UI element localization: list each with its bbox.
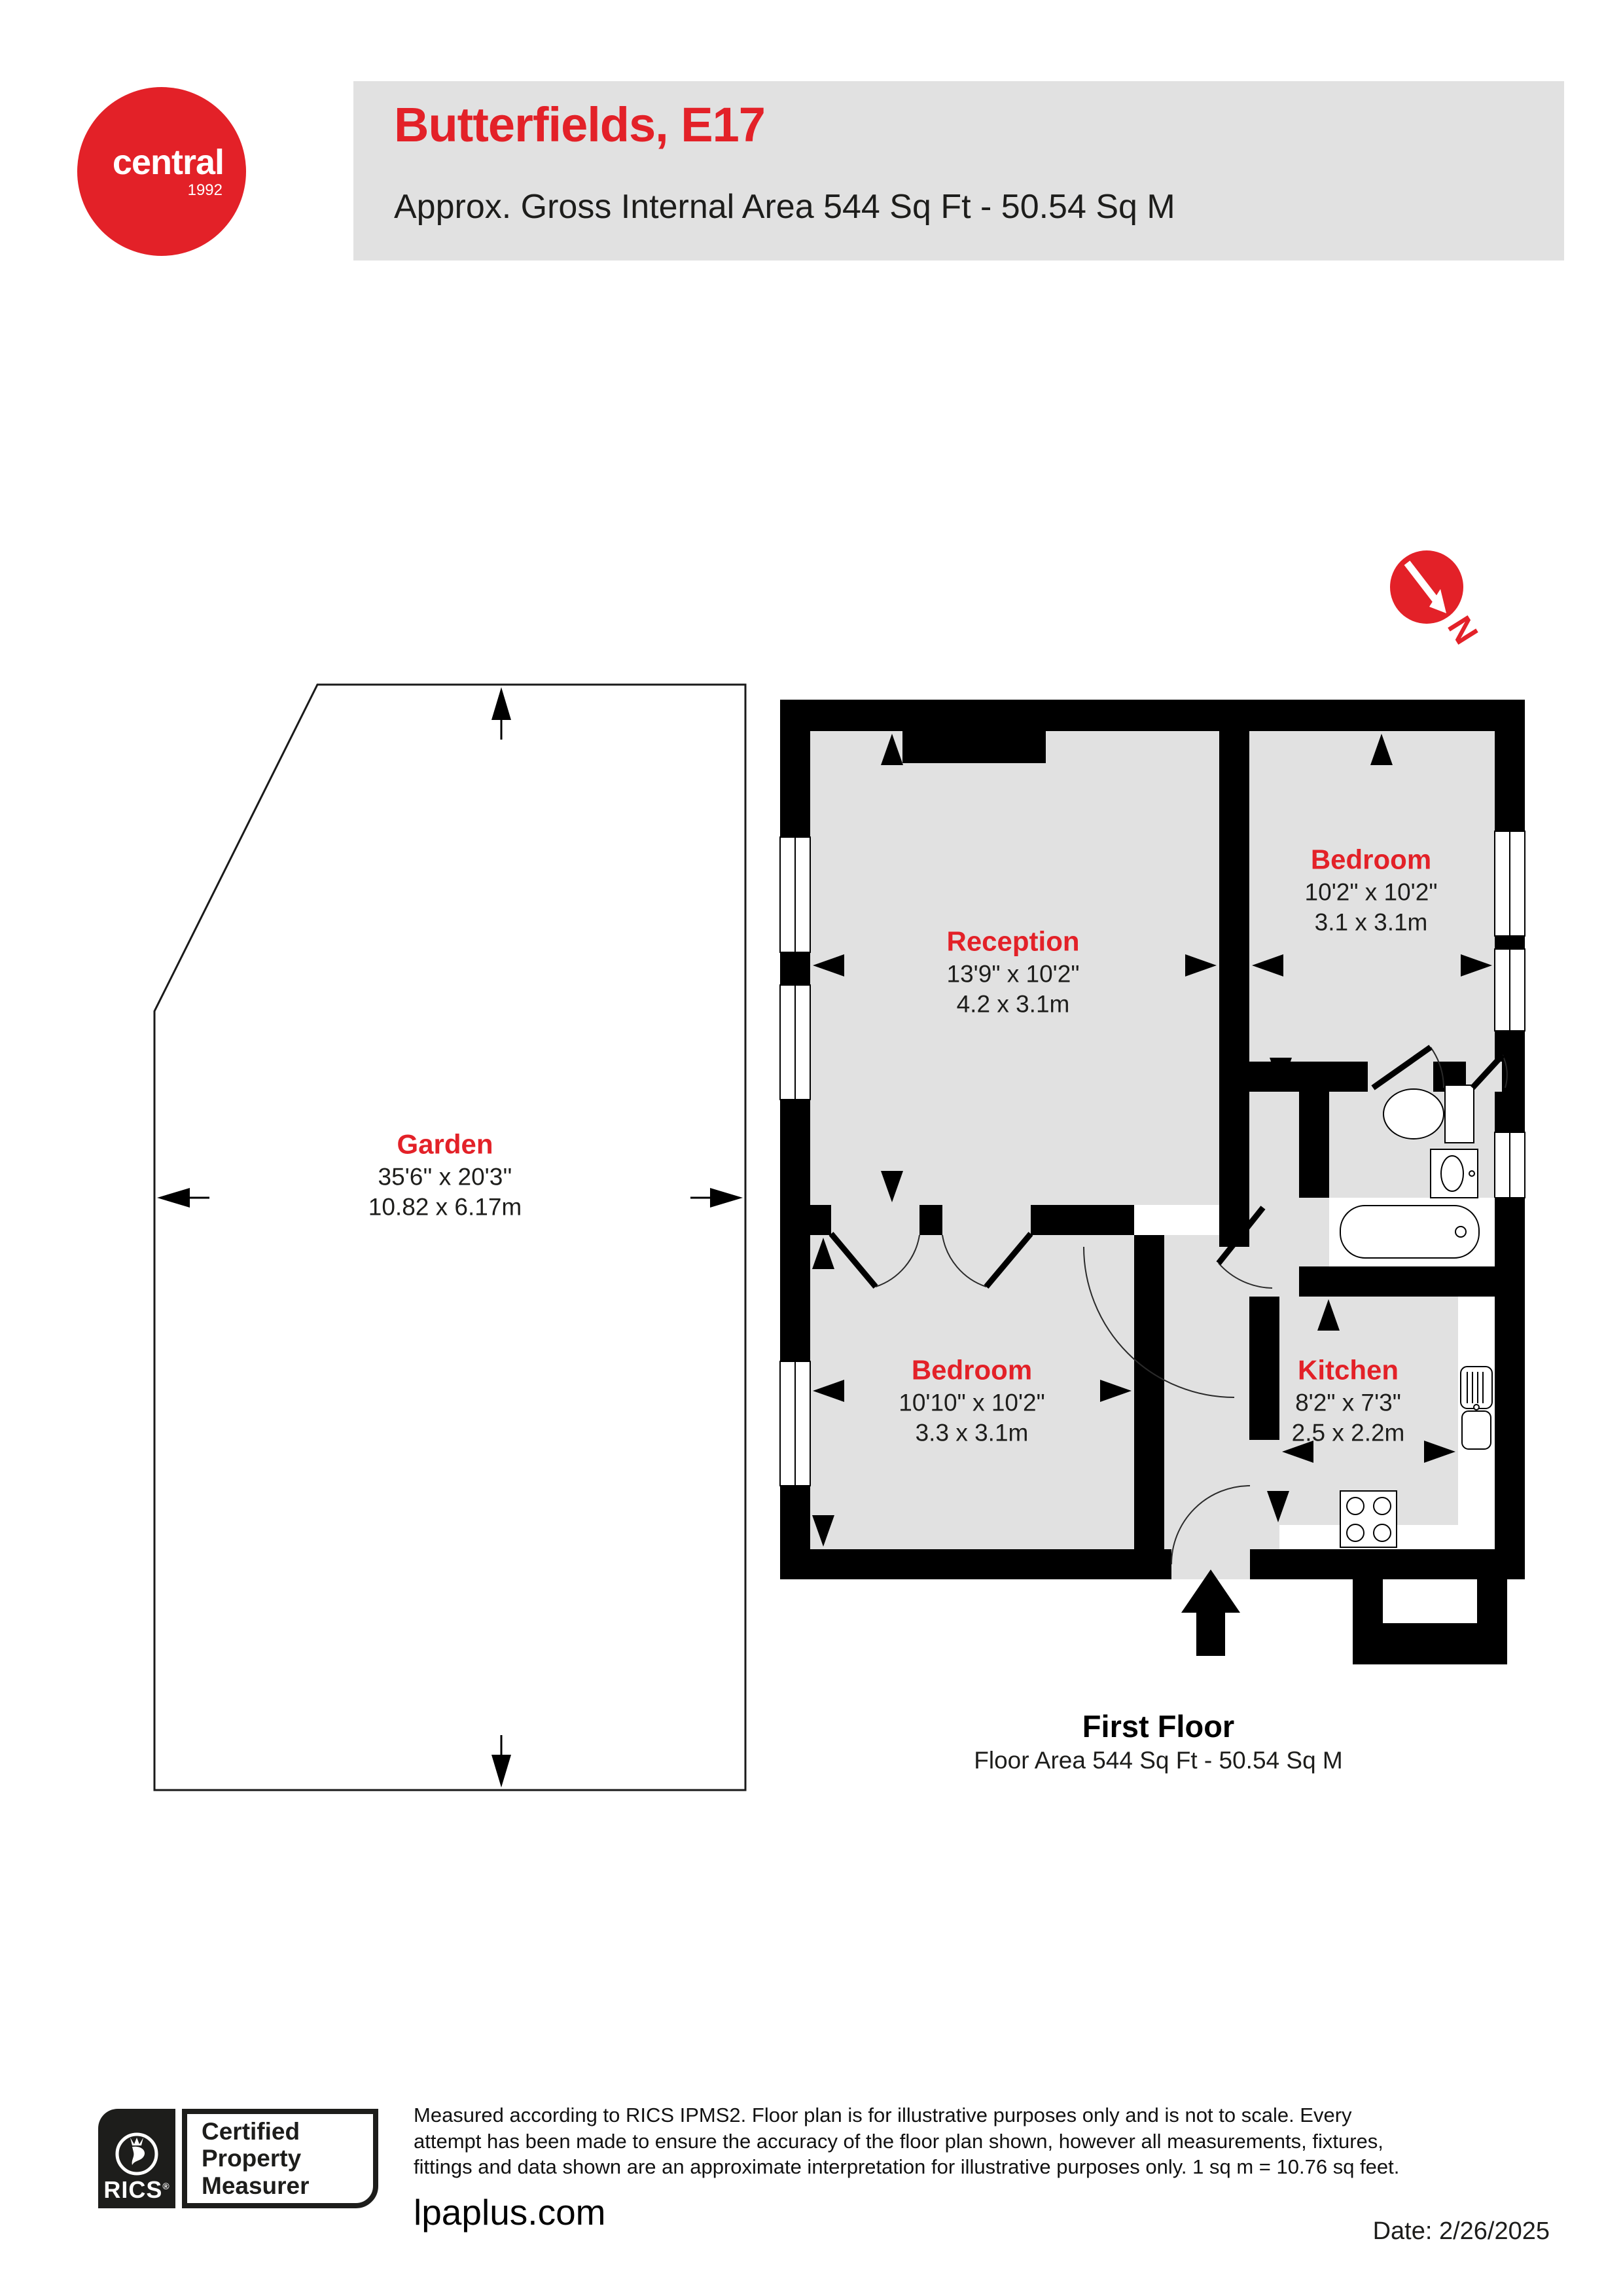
basin-icon xyxy=(1430,1149,1478,1198)
kitchen-metric: 2.5 x 2.2m xyxy=(1291,1419,1405,1446)
certified-property-measurer-badge: Certified Property Measurer xyxy=(182,2109,378,2208)
kitchen-label: Kitchen 8'2" x 7'3" 2.5 x 2.2m xyxy=(1292,1354,1405,1448)
disclaimer-text: Measured according to RICS IPMS2. Floor … xyxy=(414,2104,1400,2179)
garden-label: Garden 35'6'' x 20'3'' 10.82 x 6.17m xyxy=(368,1128,522,1223)
date-text: Date: 2/26/2025 xyxy=(1372,2217,1550,2245)
rics-lion-icon xyxy=(115,2132,158,2176)
toilet-icon xyxy=(1383,1085,1474,1143)
bedroom1-imperial: 10'2" x 10'2" xyxy=(1304,878,1438,905)
badge-line-1: Certified xyxy=(202,2117,300,2145)
garden-outline xyxy=(153,683,747,1791)
bath-icon xyxy=(1340,1205,1480,1259)
bedroom1-name: Bedroom xyxy=(1310,844,1432,875)
website-text: lpaplus.com xyxy=(414,2192,606,2233)
bedroom2-name: Bedroom xyxy=(911,1354,1033,1386)
hob-icon xyxy=(1340,1490,1397,1548)
header-band xyxy=(353,81,1564,260)
measurement-arrows xyxy=(812,734,1492,1547)
kitchen-name: Kitchen xyxy=(1297,1354,1399,1386)
door-swings xyxy=(875,1047,1508,1565)
bedroom2-imperial: 10'10" x 10'2" xyxy=(899,1389,1045,1416)
bedroom1-label: Bedroom 10'2" x 10'2" 3.1 x 3.1m xyxy=(1305,843,1438,938)
page-subtitle: Approx. Gross Internal Area 544 Sq Ft - … xyxy=(394,188,1175,226)
kitchen-imperial: 8'2" x 7'3" xyxy=(1295,1389,1401,1416)
reception-name: Reception xyxy=(946,925,1080,957)
garden-imperial: 35'6'' x 20'3'' xyxy=(378,1163,512,1190)
door-leaves xyxy=(829,1045,1505,1289)
garden-name: Garden xyxy=(397,1128,493,1160)
reception-label: Reception 13'9" x 10'2" 4.2 x 3.1m xyxy=(946,925,1079,1020)
garden-metric: 10.82 x 6.17m xyxy=(368,1193,522,1221)
floor-name: First Floor xyxy=(1082,1709,1235,1744)
door-openings xyxy=(831,1062,1502,1579)
windows xyxy=(779,831,1525,1486)
page-title: Butterfields, E17 xyxy=(394,98,766,152)
bedroom1-metric: 3.1 x 3.1m xyxy=(1314,908,1428,936)
reception-imperial: 13'9" x 10'2" xyxy=(946,960,1080,987)
agency-logo: central 1992 xyxy=(77,87,246,256)
agency-logo-brand: central xyxy=(112,143,224,182)
north-compass-icon: N xyxy=(1373,533,1543,691)
badge-line-3: Measurer xyxy=(202,2172,310,2199)
rics-badge: RICS® xyxy=(98,2109,175,2208)
kitchen-sink-icon xyxy=(1460,1366,1493,1450)
north-arrow-icon xyxy=(1390,550,1463,624)
floor-area: Floor Area 544 Sq Ft - 50.54 Sq M xyxy=(974,1747,1343,1774)
floor-caption: First Floor Floor Area 544 Sq Ft - 50.54… xyxy=(974,1708,1343,1776)
bedroom2-label: Bedroom 10'10" x 10'2" 3.3 x 3.1m xyxy=(899,1354,1045,1448)
entrance-arrow-icon xyxy=(1181,1570,1240,1656)
reception-metric: 4.2 x 3.1m xyxy=(956,990,1070,1018)
agency-logo-year: 1992 xyxy=(187,181,223,199)
registered-mark: ® xyxy=(162,2181,170,2191)
bedroom2-metric: 3.3 x 3.1m xyxy=(915,1419,1029,1446)
rics-wordmark: RICS® xyxy=(103,2176,170,2203)
badge-line-2: Property xyxy=(202,2145,302,2172)
